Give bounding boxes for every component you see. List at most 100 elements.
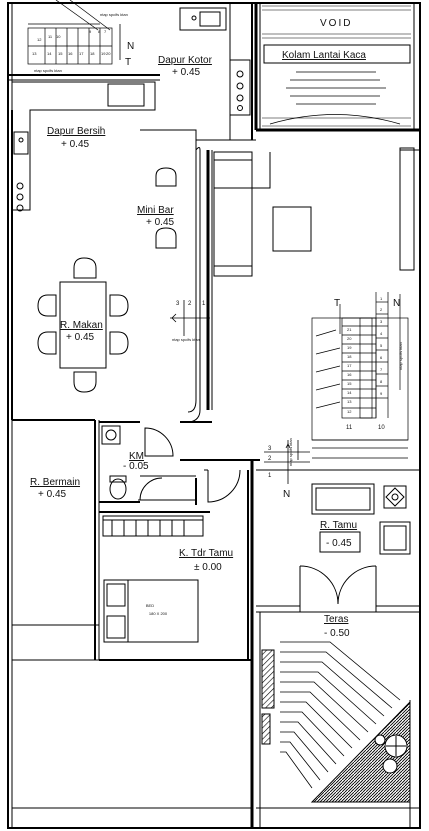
room-level: + 0.45 xyxy=(61,139,90,150)
guest-room-door xyxy=(207,469,241,503)
kitchen-clean xyxy=(12,81,156,212)
step-label: 18 xyxy=(347,354,352,359)
room-level: + 0.45 xyxy=(66,332,95,343)
stair-right-numbers: 21 20 19 18 17 16 15 14 13 12 1 2 3 4 5 … xyxy=(347,296,383,414)
step-label: 18 xyxy=(90,51,95,56)
plant xyxy=(374,734,386,746)
step-label: 2 xyxy=(188,301,192,307)
step-label: 10 xyxy=(56,34,61,39)
stair-bottom xyxy=(264,440,310,484)
north-mark: N xyxy=(393,298,400,309)
step-label: 11 xyxy=(346,425,353,431)
step-label: 13 xyxy=(32,51,37,56)
room-level: + 0.45 xyxy=(38,489,67,500)
room-level: - 0.50 xyxy=(324,628,350,639)
step-label: 1 xyxy=(202,301,206,307)
step-label: 2 xyxy=(380,307,383,312)
step-label: 17 xyxy=(347,363,352,368)
step-label: 8 xyxy=(98,29,101,34)
room-name: Teras xyxy=(324,614,348,625)
bed-size: 180 X 200 xyxy=(149,611,168,616)
plant xyxy=(382,758,398,774)
room-name: Dapur Bersih xyxy=(47,126,105,137)
dining-chair xyxy=(73,257,97,279)
step-label: 3 xyxy=(380,319,383,324)
room-level: - 0.45 xyxy=(326,538,352,549)
kitchen-dirty xyxy=(179,7,251,116)
room-name: Dapur Kotor xyxy=(158,55,213,66)
step-label: 14 xyxy=(47,51,52,56)
kolam-box xyxy=(263,44,411,64)
main-door-right xyxy=(337,565,377,605)
step-label: 12 xyxy=(347,409,352,414)
guest-room xyxy=(102,515,204,643)
toilet xyxy=(109,478,127,500)
room-level: ± 0.00 xyxy=(194,562,222,573)
step-label: 11 xyxy=(48,34,53,39)
step-label: 13 xyxy=(347,399,352,404)
sink-clean xyxy=(13,131,29,155)
bar-stool xyxy=(155,167,177,187)
step-label: 20 xyxy=(347,336,352,341)
bed-label: BED xyxy=(146,603,154,608)
step-label: 19 xyxy=(101,51,106,56)
stair-top-left xyxy=(27,0,113,65)
washbasin xyxy=(101,425,121,445)
room-name: R. Bermain xyxy=(30,477,80,488)
kolam-waves xyxy=(269,71,401,125)
step-label: 16 xyxy=(347,372,352,377)
coffee-table xyxy=(272,206,312,252)
room-name: R. Makan xyxy=(60,320,103,331)
step-label: 17 xyxy=(79,51,84,56)
armchair xyxy=(379,521,411,555)
step-label: 19 xyxy=(347,345,352,350)
doors xyxy=(204,469,377,605)
room-level: + 0.45 xyxy=(172,67,201,78)
room-name: VOID xyxy=(320,18,352,29)
km-door xyxy=(139,477,163,501)
step-label: 5 xyxy=(380,343,383,348)
room-name: K. Tdr Tamu xyxy=(179,548,233,559)
bar-stool xyxy=(155,227,177,249)
step-label: 7 xyxy=(104,29,107,34)
stair-note: ntap spcifs ktan xyxy=(288,438,293,466)
step-label: 10 xyxy=(378,425,385,431)
stair-note: ntap spcifs ktan xyxy=(34,68,62,73)
mini-bar xyxy=(140,129,201,413)
bathroom xyxy=(101,425,174,501)
step-label: 20 xyxy=(106,51,111,56)
room-level: + 0.45 xyxy=(146,217,175,228)
step-label: 16 xyxy=(68,51,73,56)
stair-top-numbers: 12 11 10 9 8 7 13 14 15 16 17 18 19 20 xyxy=(32,29,111,56)
dining-table xyxy=(59,281,107,369)
step-label: 2 xyxy=(268,456,272,462)
sofa-main xyxy=(311,483,375,515)
step-label: 15 xyxy=(347,381,352,386)
dining-chair xyxy=(37,294,57,317)
dining-chair xyxy=(109,331,129,355)
level-box xyxy=(319,531,361,553)
sofa-area xyxy=(213,151,312,277)
side-table xyxy=(383,485,407,509)
garden xyxy=(310,700,411,803)
step-label: 8 xyxy=(380,379,383,384)
north-mark: N xyxy=(127,41,134,52)
step-label: 3 xyxy=(268,446,272,452)
north-mark: N xyxy=(283,489,290,500)
main-door-left xyxy=(299,565,339,605)
stair-note: ntap spcifs ktan xyxy=(100,12,128,17)
pillow xyxy=(106,615,126,639)
room-name: R. Tamu xyxy=(320,520,357,531)
terrace-steps xyxy=(280,641,401,789)
room-name: Kolam Lantai Kaca xyxy=(282,50,366,61)
void-area xyxy=(262,5,411,127)
room-name: KM xyxy=(129,451,144,462)
step-label: 1 xyxy=(268,473,272,479)
terrace xyxy=(261,641,411,803)
step-label: 9 xyxy=(380,391,383,396)
walls xyxy=(7,2,421,829)
living-room xyxy=(311,483,411,555)
step-label: 1 xyxy=(380,296,383,301)
bed xyxy=(103,579,199,643)
